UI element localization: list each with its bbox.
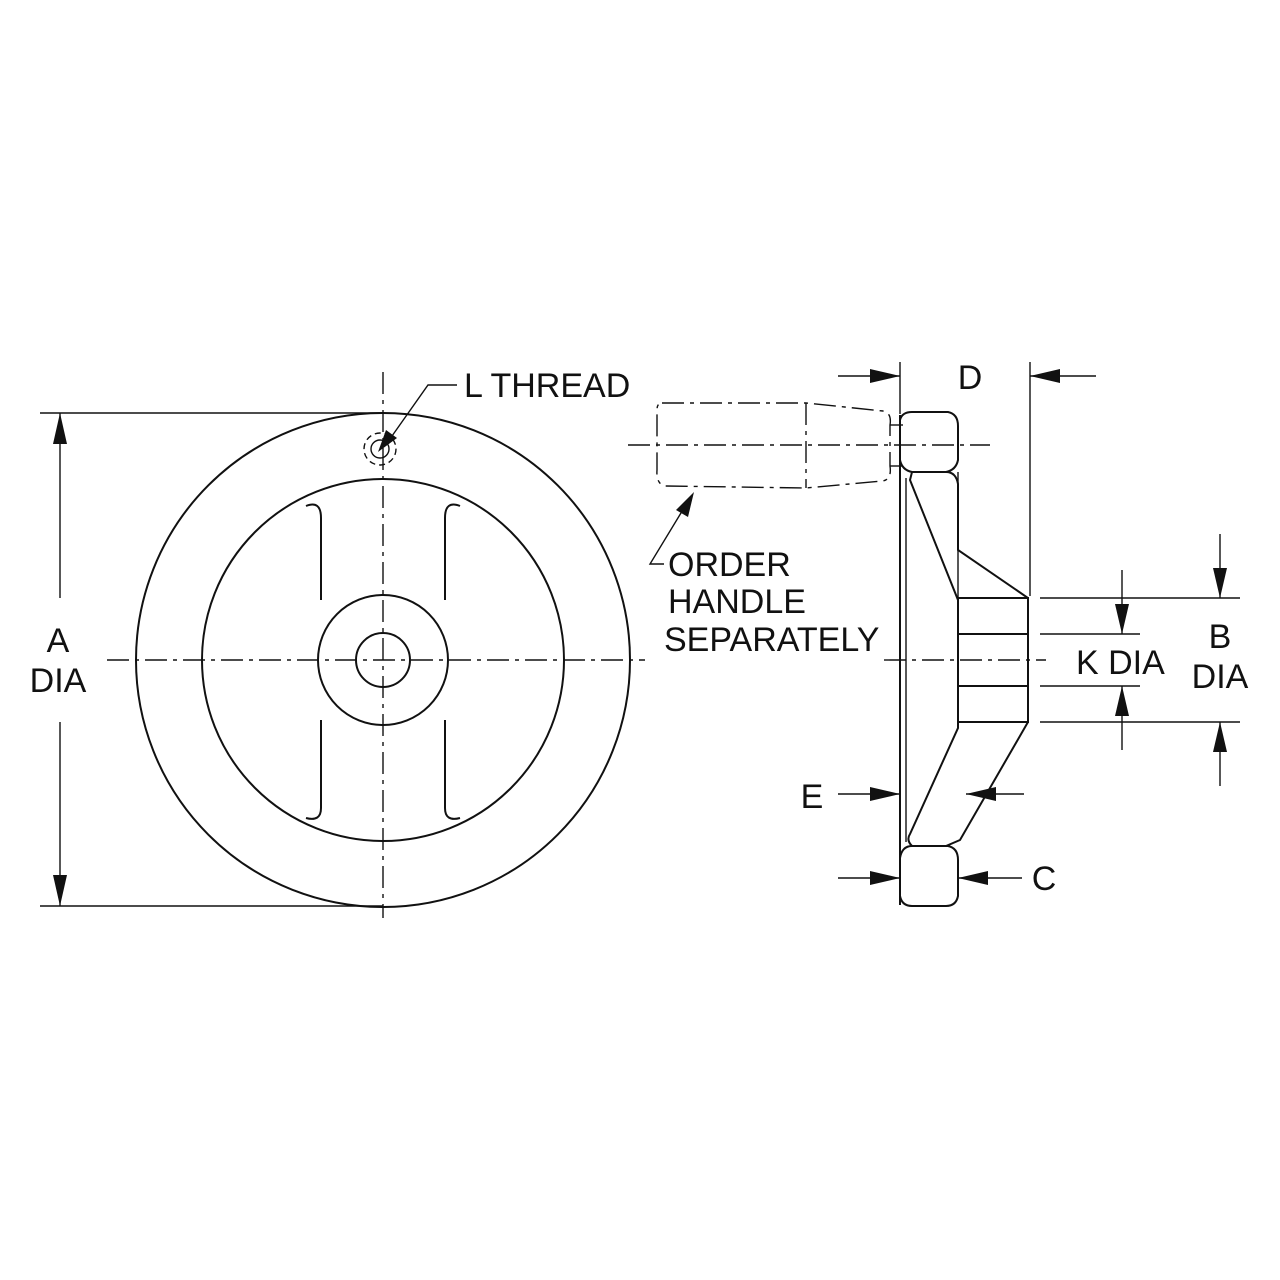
left-spoke: [305, 503, 322, 820]
e-arrow-left: [870, 787, 900, 801]
l-thread-leader: [391, 384, 457, 437]
b-dia-arrow-bottom: [1213, 722, 1227, 752]
front-view: [40, 372, 645, 918]
b-dia-label-line1: B: [1209, 618, 1232, 656]
e-label: E: [801, 778, 824, 816]
d-arrow-right: [1030, 369, 1060, 383]
a-dia-arrow-up: [53, 413, 67, 444]
a-dia-label-line1: A: [47, 622, 70, 660]
k-dia-arrow-top: [1115, 604, 1129, 634]
order-handle-label-line2: HANDLE: [668, 583, 806, 621]
k-dia-label: K DIA: [1076, 644, 1165, 682]
d-label: D: [958, 359, 983, 397]
a-dia-arrow-down: [53, 875, 67, 906]
thread-hole-inner: [370, 439, 390, 459]
right-spoke: [444, 503, 461, 820]
order-handle-leader: [648, 507, 685, 565]
e-arrow-right: [966, 787, 996, 801]
lower-spoke-section: [907, 685, 1029, 847]
b-dia-arrow-top: [1213, 568, 1227, 598]
c-arrow-left: [870, 871, 900, 885]
rim-bottom-section: [899, 845, 959, 907]
a-dia-label-line2: DIA: [30, 662, 87, 700]
d-arrow-left: [870, 369, 900, 383]
order-handle-arrow: [676, 492, 694, 517]
order-handle-label-line1: ORDER: [668, 546, 791, 584]
order-handle-label-line3: SEPARATELY: [664, 621, 879, 659]
c-arrow-right: [958, 871, 988, 885]
upper-spoke-section: [908, 471, 1029, 635]
c-label: C: [1032, 860, 1057, 898]
rim-top-section: [899, 411, 959, 473]
k-dia-arrow-bottom: [1115, 686, 1129, 716]
l-thread-arrow: [378, 430, 397, 452]
side-view: [628, 362, 1240, 907]
thread-hole-outer: [363, 432, 397, 466]
b-dia-label-line2: DIA: [1192, 658, 1249, 696]
l-thread-label: L THREAD: [464, 367, 630, 405]
